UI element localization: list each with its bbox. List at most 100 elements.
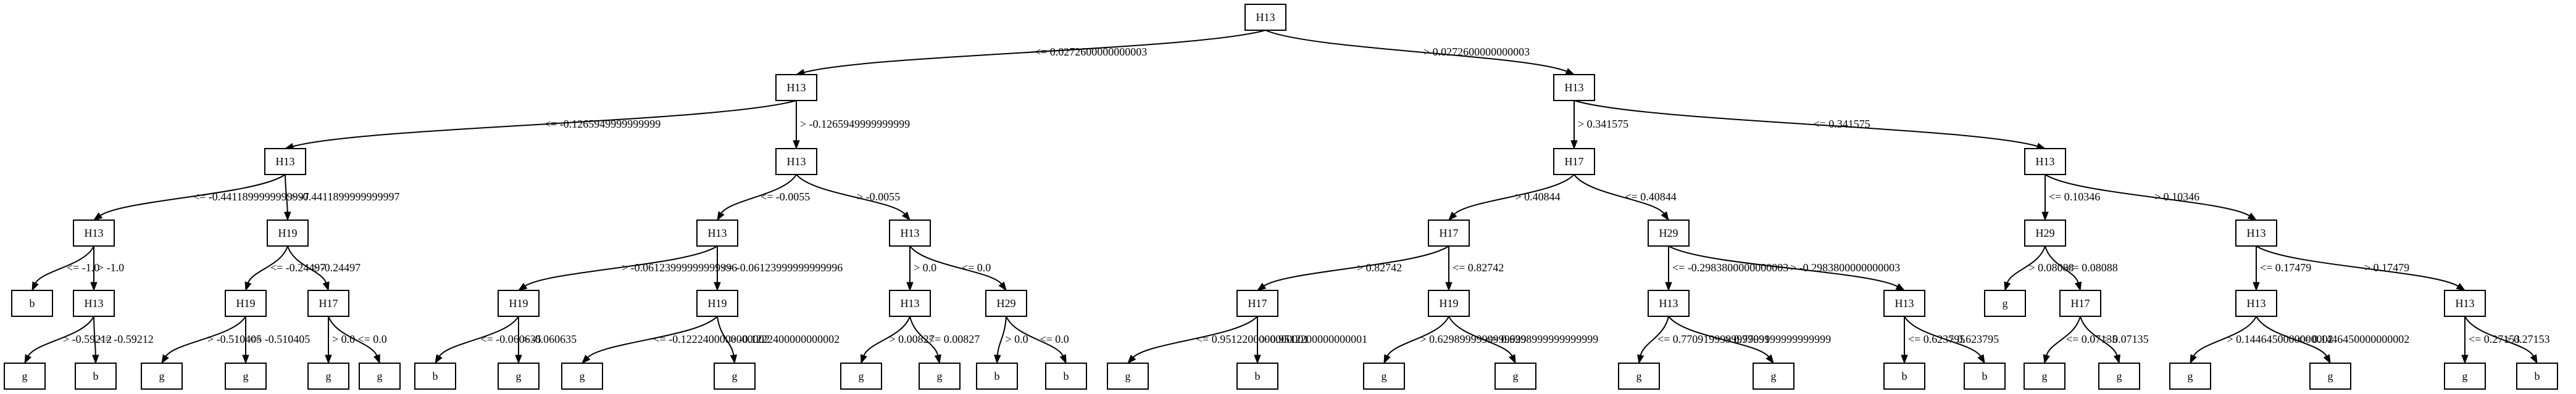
- leaf-node: b: [11, 290, 53, 317]
- edge-label: <= 0.17479: [2260, 261, 2311, 274]
- edge-line: [1904, 316, 1982, 358]
- node-box: [1883, 290, 1925, 317]
- edge-arrowhead: [2113, 354, 2120, 364]
- edge-arrowhead: [90, 282, 98, 292]
- node-box: [1964, 363, 2006, 390]
- edge-line: [1263, 245, 1449, 287]
- node-box: [2235, 220, 2277, 247]
- tree-edge: > -0.4411899999999997: [284, 174, 399, 221]
- node-box: [2169, 363, 2211, 390]
- edge-label: > 0.1446450000000002: [2227, 333, 2333, 345]
- tree-edge: > -0.2983800000000003: [1668, 245, 1906, 291]
- edge-label: <= -0.2983800000000003: [1672, 261, 1788, 274]
- tree-edge: > -0.06123999999999996: [517, 245, 737, 291]
- edge-arrowhead: [1059, 354, 1067, 364]
- node-label: H13: [2036, 155, 2055, 168]
- edge-line: [2464, 316, 2535, 357]
- node-label: H13: [276, 155, 295, 168]
- edge-label: <= -0.1222400000000002: [654, 333, 770, 345]
- edge-label: <= 0.6298999999999999: [1486, 333, 1598, 345]
- edge-line: [1386, 316, 1449, 357]
- node-label: H13: [85, 227, 104, 239]
- node-label: H13: [1256, 11, 1275, 23]
- node-label: g: [2117, 370, 2122, 382]
- node-label: g: [22, 370, 28, 382]
- edge-label: > 0.00827: [890, 333, 935, 345]
- node-box: [976, 363, 1018, 390]
- edge-line: [287, 245, 327, 284]
- tree-edge: > 0.27153: [2464, 316, 2550, 364]
- node-label: g: [1771, 370, 1777, 382]
- edge-line: [2006, 245, 2046, 284]
- leaf-node: b: [1883, 363, 1925, 390]
- edge-arrowhead: [2190, 354, 2197, 364]
- node-label: b: [30, 297, 35, 310]
- edge-label: > 0.623795: [1948, 333, 1999, 345]
- edge-arrowhead: [1565, 68, 1575, 75]
- tree-edge: > 0.10346: [2045, 174, 2257, 221]
- edge-label: > -0.1222400000000002: [730, 333, 840, 345]
- edge-line: [2080, 316, 2118, 356]
- edge-arrowhead: [515, 355, 522, 364]
- node-box: [2444, 363, 2486, 390]
- decision-node: H13: [889, 220, 931, 247]
- node-box: [307, 363, 349, 390]
- tree-edge: > 0.1446450000000002: [2190, 316, 2333, 364]
- tree-edge: <= -0.4411899999999997: [93, 174, 309, 221]
- edge-line: [1265, 30, 1568, 73]
- node-box: [498, 363, 540, 390]
- decision-node: H13: [73, 290, 115, 317]
- edge-label: <= 0.341575: [1814, 118, 1870, 130]
- node-box: [1753, 363, 1794, 390]
- decision-node: H17: [1236, 290, 1278, 317]
- node-label: b: [1982, 370, 1988, 382]
- node-label: H13: [85, 297, 104, 310]
- edge-line: [2045, 174, 2251, 217]
- tree-edge: > 0.08088: [2004, 245, 2074, 292]
- node-box: [2024, 148, 2066, 175]
- edge-label: > 0.7709199999999999: [1725, 333, 1831, 345]
- edge-label: <= -0.060635: [481, 333, 541, 345]
- node-box: [889, 290, 931, 317]
- leaf-node: g: [919, 363, 961, 390]
- edge-arrowhead: [1383, 354, 1391, 364]
- node-label: b: [93, 370, 99, 382]
- node-label: H13: [708, 227, 727, 239]
- node-box: [1984, 290, 2026, 317]
- edge-line: [27, 316, 94, 357]
- decision-node: H19: [498, 290, 540, 317]
- node-box: [1107, 363, 1149, 390]
- node-box: [696, 290, 738, 317]
- decision-node: H13: [1648, 290, 1690, 317]
- leaf-node: g: [1363, 363, 1405, 390]
- edge-label: > -0.06123999999999996: [622, 261, 737, 274]
- leaf-node: g: [4, 363, 46, 390]
- leaf-node: g: [2098, 363, 2140, 390]
- node-label: H13: [1895, 297, 1914, 310]
- node-label: H29: [997, 297, 1016, 310]
- edge-line: [909, 245, 1002, 285]
- tree-edge: > 0.0: [994, 316, 1028, 364]
- edge-label: > -0.060635: [522, 333, 577, 345]
- edge-label: > -0.59212: [63, 333, 112, 345]
- edge-label: > -0.2983800000000003: [1790, 261, 1900, 274]
- decision-node: H13: [775, 148, 817, 175]
- leaf-node: b: [75, 363, 117, 390]
- leaf-node: g: [2309, 363, 2351, 390]
- tree-edge: <= -0.1222400000000002: [581, 316, 770, 364]
- leaf-node: g: [1618, 363, 1660, 390]
- tree-edge: > 0.0: [325, 316, 355, 364]
- leaf-node: g: [561, 363, 603, 390]
- edge-line: [1006, 316, 1064, 357]
- edge-label: > -1.0: [98, 261, 124, 274]
- node-box: [1648, 220, 1690, 247]
- node-box: [75, 363, 117, 390]
- tree-edge: > -1.0: [90, 245, 124, 292]
- edge-label: > 0.40844: [1515, 191, 1561, 203]
- decision-node: H13: [2024, 148, 2066, 175]
- edge-arrowhead: [242, 355, 249, 364]
- edge-arrowhead: [581, 355, 591, 364]
- tree-edge: <= -0.24497: [244, 245, 325, 292]
- node-box: [1236, 363, 1278, 390]
